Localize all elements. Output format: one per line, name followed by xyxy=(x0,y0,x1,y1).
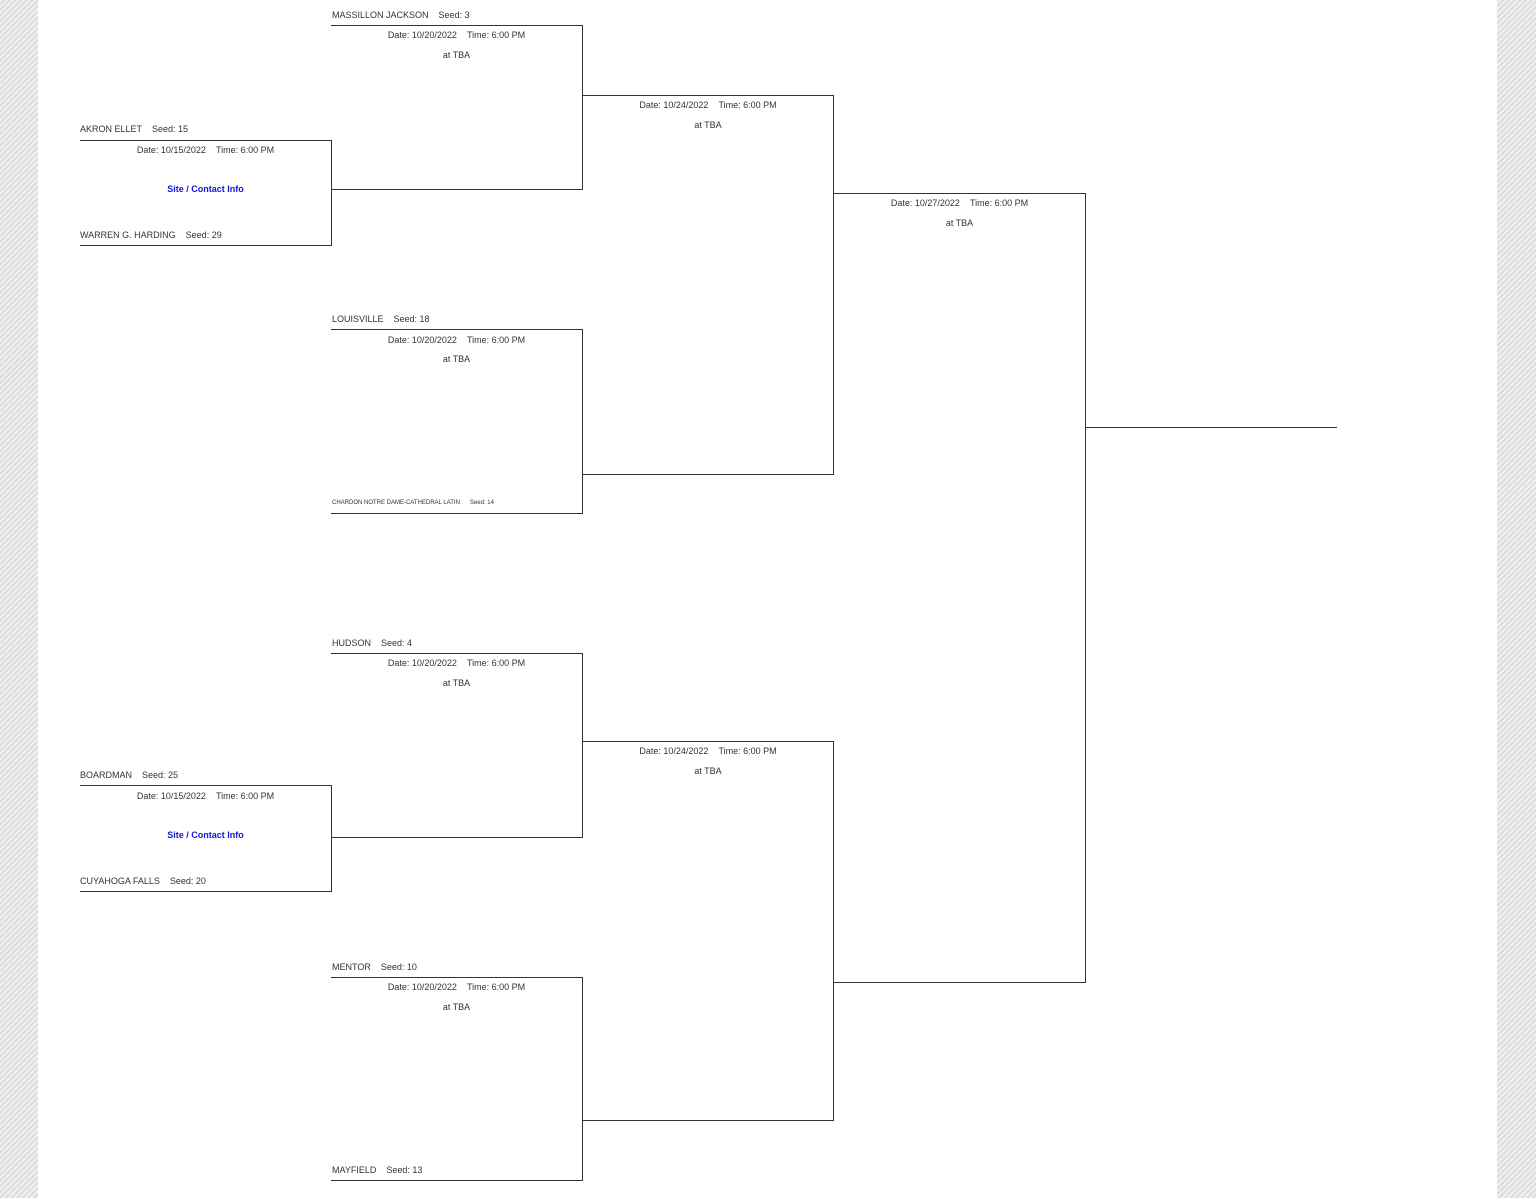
team-akron-ellet: AKRON ELLET Seed: 15 xyxy=(80,124,188,135)
bracket-line xyxy=(331,785,332,892)
bracket-line xyxy=(331,25,583,26)
team-seed: Seed: 3 xyxy=(438,10,470,20)
bracket-line xyxy=(582,653,583,838)
bracket-line xyxy=(833,982,1086,983)
bracket-line xyxy=(582,977,583,1181)
bracket-line xyxy=(833,95,834,475)
team-name: BOARDMAN xyxy=(80,770,133,780)
bracket-line xyxy=(582,741,834,742)
bracket-line xyxy=(582,1120,834,1121)
team-seed: Seed: 10 xyxy=(380,962,417,972)
bracket-line xyxy=(80,140,331,141)
team-name: HUDSON xyxy=(332,638,372,648)
team-name: WARREN G. HARDING xyxy=(80,230,176,240)
bracket-line xyxy=(80,785,331,786)
game-info-r3-top: Date: 10/24/2022 Time: 6:00 PM xyxy=(582,100,834,111)
team-name: AKRON ELLET xyxy=(80,124,143,134)
bracket-line xyxy=(833,193,1086,194)
game-date: Date: 10/20/2022 xyxy=(387,30,457,40)
game-date: Date: 10/20/2022 xyxy=(387,335,457,345)
game-info-r4-final: Date: 10/27/2022 Time: 6:00 PM xyxy=(833,198,1086,209)
bracket-line xyxy=(833,741,834,1121)
game-info-r2-b: Date: 10/20/2022 Time: 6:00 PM xyxy=(331,335,582,346)
game-info-r2-c: Date: 10/20/2022 Time: 6:00 PM xyxy=(331,658,582,669)
game-time: Time: 6:00 PM xyxy=(969,198,1029,208)
bracket-line xyxy=(582,329,583,514)
bracket-line xyxy=(331,140,332,246)
team-mayfield: MAYFIELD Seed: 13 xyxy=(332,1165,422,1176)
game-info-r3-bottom: Date: 10/24/2022 Time: 6:00 PM xyxy=(582,746,834,757)
game-date: Date: 10/20/2022 xyxy=(387,982,457,992)
bracket-line xyxy=(331,1180,583,1181)
bracket-line xyxy=(582,95,834,96)
bracket-line xyxy=(1085,193,1086,983)
team-seed: Seed: 13 xyxy=(386,1165,423,1175)
team-louisville: LOUISVILLE Seed: 18 xyxy=(332,314,430,325)
game-time: Time: 6:00 PM xyxy=(718,746,777,756)
bracket-line xyxy=(80,891,331,892)
team-seed: Seed: 14 xyxy=(469,500,494,506)
team-name: CUYAHOGA FALLS xyxy=(80,876,160,886)
game-date: Date: 10/15/2022 xyxy=(136,145,206,155)
game-info-r2-d: Date: 10/20/2022 Time: 6:00 PM xyxy=(331,982,582,993)
team-boardman: BOARDMAN Seed: 25 xyxy=(80,770,178,781)
bracket-line xyxy=(331,837,583,838)
game-time: Time: 6:00 PM xyxy=(215,145,275,155)
team-name: LOUISVILLE xyxy=(332,314,384,324)
team-name: MASSILLON JACKSON xyxy=(332,10,429,20)
game-date: Date: 10/24/2022 xyxy=(639,100,709,110)
team-seed: Seed: 18 xyxy=(393,314,430,324)
site-contact-info-link[interactable]: Site / Contact Info xyxy=(167,184,244,194)
team-hudson: HUDSON Seed: 4 xyxy=(332,638,412,649)
game-site: at TBA xyxy=(694,766,722,776)
site-contact-info-link[interactable]: Site / Contact Info xyxy=(167,830,244,840)
game-site: at TBA xyxy=(442,354,471,364)
game-info-r1-bottom: Date: 10/15/2022 Time: 6:00 PM xyxy=(80,791,331,802)
bracket-line xyxy=(331,329,583,330)
game-site: at TBA xyxy=(442,678,471,688)
bracket-line xyxy=(331,513,583,514)
team-seed: Seed: 25 xyxy=(142,770,179,780)
bracket-line xyxy=(331,977,583,978)
team-name: MAYFIELD xyxy=(332,1165,377,1175)
game-info-r1-top: Date: 10/15/2022 Time: 6:00 PM xyxy=(80,145,331,156)
bracket-line xyxy=(331,189,583,190)
game-site: at TBA xyxy=(945,218,974,228)
team-seed: Seed: 20 xyxy=(169,876,206,886)
team-chardon: CHARDON NOTRE DAME-CATHEDRAL LATIN Seed: … xyxy=(332,499,494,507)
bracket-line xyxy=(331,653,583,654)
game-date: Date: 10/20/2022 xyxy=(387,658,457,668)
team-name: MENTOR xyxy=(332,962,371,972)
bracket-line xyxy=(582,25,583,190)
team-seed: Seed: 15 xyxy=(152,124,189,134)
team-seed: Seed: 29 xyxy=(185,230,222,240)
game-time: Time: 6:00 PM xyxy=(215,791,275,801)
team-massillon-jackson: MASSILLON JACKSON Seed: 3 xyxy=(332,10,470,21)
game-time: Time: 6:00 PM xyxy=(718,100,777,110)
game-time: Time: 6:00 PM xyxy=(466,658,526,668)
game-date: Date: 10/27/2022 xyxy=(890,198,960,208)
game-date: Date: 10/15/2022 xyxy=(136,791,206,801)
team-mentor: MENTOR Seed: 10 xyxy=(332,962,417,973)
game-time: Time: 6:00 PM xyxy=(466,982,526,992)
game-date: Date: 10/24/2022 xyxy=(639,746,709,756)
team-name: CHARDON NOTRE DAME-CATHEDRAL LATIN xyxy=(332,500,460,506)
bracket-line xyxy=(582,474,834,475)
game-site: at TBA xyxy=(442,1002,471,1012)
game-site: at TBA xyxy=(694,120,722,130)
game-time: Time: 6:00 PM xyxy=(466,335,526,345)
bracket-page xyxy=(38,0,1497,1198)
bracket-line xyxy=(80,245,331,246)
game-site: at TBA xyxy=(442,50,471,60)
game-info-r2-a: Date: 10/20/2022 Time: 6:00 PM xyxy=(331,30,582,41)
game-time: Time: 6:00 PM xyxy=(466,30,526,40)
team-cuyahoga-falls: CUYAHOGA FALLS Seed: 20 xyxy=(80,876,206,887)
team-seed: Seed: 4 xyxy=(381,638,413,648)
bracket-winner-line xyxy=(1085,427,1337,428)
team-warren-harding: WARREN G. HARDING Seed: 29 xyxy=(80,230,222,241)
